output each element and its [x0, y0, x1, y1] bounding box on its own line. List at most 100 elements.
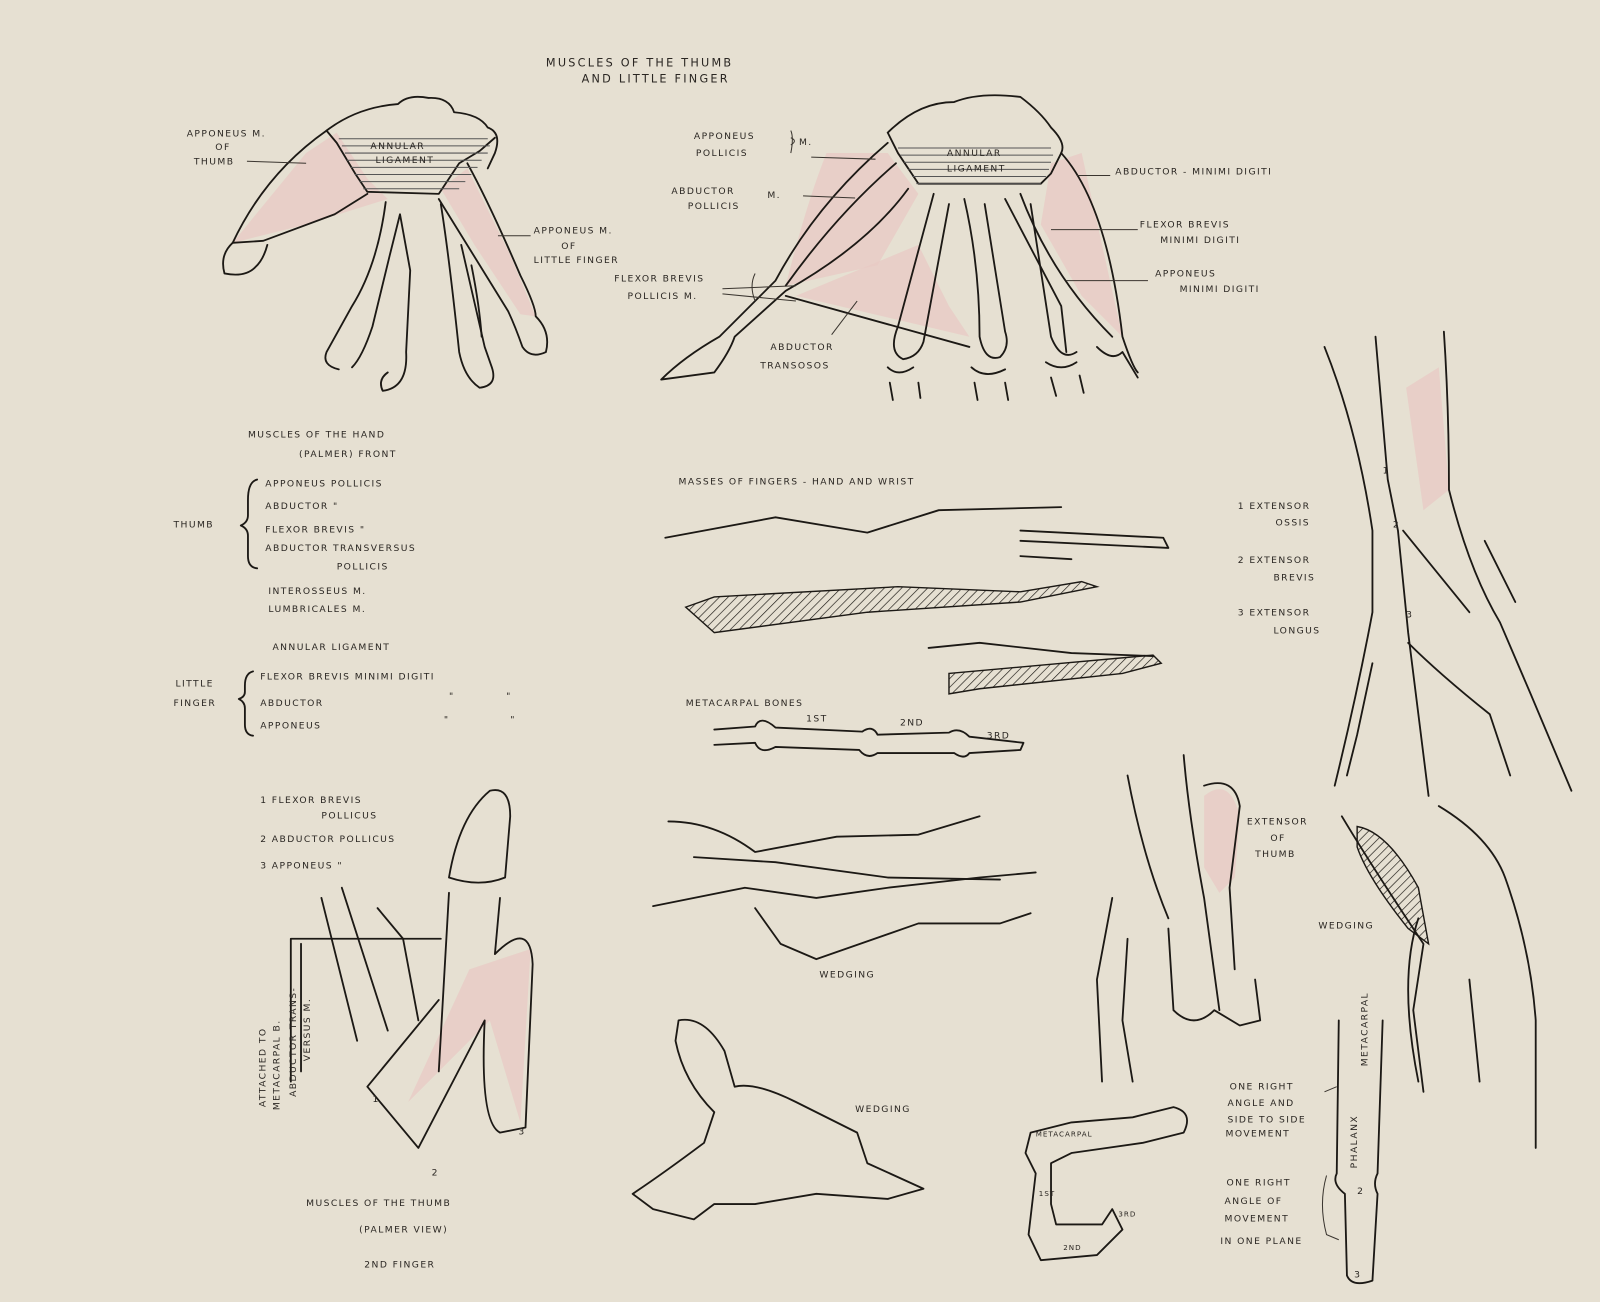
label-text: METACARPAL B.: [272, 1019, 283, 1110]
label-text: 3RD: [1118, 1209, 1136, 1218]
label-text: 3: [1406, 609, 1413, 620]
label-text: M.: [767, 190, 781, 201]
label-text: ABDUCTOR - MINIMI DIGITI: [1115, 166, 1272, 177]
label-text: MUSCLES OF THE HAND: [248, 430, 385, 441]
label-text: APPONEUS: [694, 131, 755, 142]
label-text: ABDUCTOR ": [265, 501, 338, 512]
label-text: APPONEUS: [260, 721, 321, 732]
label-text: 2ND: [1063, 1243, 1081, 1252]
label-text: OSSIS: [1276, 517, 1311, 528]
label-text: 2ND: [900, 717, 924, 728]
label-text: MINIMI DIGITI: [1180, 284, 1260, 295]
label-text: 3 EXTENSOR: [1238, 607, 1311, 618]
label-text: POLLICIS M.: [628, 291, 698, 302]
thumb-extensor-sketch: EXTENSOR OF THUMB WEDGING METACARPAL 1ST…: [1024, 754, 1537, 1262]
label-text: APPONEUS: [1155, 269, 1216, 280]
label-text: 3RD: [987, 731, 1011, 742]
label-text: MOVEMENT: [1226, 1129, 1291, 1140]
label-text: MUSCLES OF THE THUMB: [306, 1198, 451, 1209]
label-text: ANNULAR: [947, 148, 1002, 159]
right-hand-drawing: [660, 94, 1148, 401]
label-text: METACARPAL: [1036, 1130, 1093, 1139]
label-text: WEDGING: [819, 970, 875, 981]
label-text: ONE RIGHT: [1230, 1082, 1294, 1093]
label-text: ": [449, 691, 455, 702]
forearm-extensor-sketch: 1 2 3 1 EXTENSOR OSSIS 2 EXTENSOR BREVIS…: [1238, 330, 1573, 797]
label-text: THUMB: [172, 520, 214, 531]
label-text: 2: [432, 1167, 439, 1178]
label-text: LONGUS: [1273, 626, 1320, 637]
label-text: APPONEUS M.: [187, 129, 266, 140]
label-text: 3 APPONEUS ": [260, 860, 343, 871]
masses-of-fingers-sketches: MASSES OF FINGERS - HAND AND WRIST METAC…: [631, 477, 1170, 1221]
label-text: MASSES OF FINGERS - HAND AND WRIST: [679, 477, 915, 488]
label-text: APPONEUS POLLICIS: [265, 479, 383, 490]
label-text: ANGLE OF: [1224, 1196, 1282, 1207]
label-text: ONE RIGHT: [1227, 1178, 1291, 1189]
label-text: ANGLE AND: [1228, 1098, 1295, 1109]
label-text: MOVEMENT: [1224, 1213, 1289, 1224]
label-text: 2 EXTENSOR: [1238, 555, 1311, 566]
label-text: AND LITTLE FINGER: [582, 73, 730, 86]
label-text: POLLICUS: [321, 810, 377, 821]
label-text: MUSCLES OF THE THUMB: [546, 56, 733, 69]
label-text: ABDUCTOR: [671, 186, 734, 197]
label-text: OF: [1270, 833, 1285, 844]
label-text: OF: [215, 142, 230, 153]
label-text: EXTENSOR: [1247, 816, 1308, 827]
label-text: OF: [561, 241, 576, 252]
label-text: 1 FLEXOR BREVIS: [260, 795, 362, 806]
label-text: ": [444, 714, 450, 725]
label-text: 2 ABDUCTOR POLLICUS: [260, 834, 395, 845]
label-text: FLEXOR BREVIS ": [265, 525, 365, 536]
label-text: ": [510, 714, 516, 725]
thumb-palmar-view-sketch: 1 FLEXOR BREVIS POLLICUS 2 ABDUCTOR POLL…: [257, 789, 534, 1270]
label-text: MINIMI DIGITI: [1160, 235, 1240, 246]
hand-muscles-list: MUSCLES OF THE HAND (PALMER) FRONT THUMB…: [172, 430, 516, 737]
label-text: APPONEUS M.: [534, 226, 613, 237]
finger-joints-sketch: METACARPAL PHALANX 2 3 ONE RIGHT ANGLE A…: [1220, 992, 1384, 1285]
label-text: METACARPAL: [1359, 992, 1370, 1066]
label-text: IN ONE PLANE: [1220, 1236, 1302, 1247]
label-text: 1: [372, 1094, 379, 1105]
label-text: METACARPAL BONES: [686, 698, 804, 709]
label-text: ABDUCTOR TRANSVERSUS: [265, 543, 416, 554]
label-text: WEDGING: [1318, 921, 1374, 932]
label-text: FLEXOR BREVIS: [614, 274, 704, 285]
label-text: WEDGING: [855, 1104, 911, 1115]
label-text: LUMBRICALES M.: [268, 604, 366, 615]
label-text: 2: [1393, 520, 1400, 531]
left-hand-drawing: [222, 95, 549, 392]
label-text: LIGAMENT: [947, 163, 1006, 174]
label-text: LIGAMENT: [376, 155, 435, 166]
label-text: 1: [1383, 465, 1390, 476]
label-text: POLLICIS: [696, 148, 748, 159]
label-text: INTEROSSEUS M.: [268, 586, 366, 597]
label-text: ANNULAR LIGAMENT: [272, 642, 390, 653]
label-text: 3: [1354, 1270, 1361, 1281]
label-text: 2ND FINGER: [364, 1259, 435, 1270]
left-hand-labels: APPONEUS M. OF THUMB ANNULAR LIGAMENT AP…: [187, 129, 619, 267]
label-text: ANNULAR: [370, 141, 425, 152]
label-text: M.: [799, 137, 813, 148]
label-text: ATTACHED TO: [257, 1027, 268, 1107]
label-text: VERSUS M.: [302, 998, 313, 1061]
label-text: (PALMER) FRONT: [299, 449, 397, 460]
right-hand-labels: APPONEUS POLLICIS M. ABDUCTOR POLLICIS M…: [614, 131, 1272, 372]
label-text: ABDUCTOR TRANS-: [288, 987, 299, 1097]
label-text: (PALMER VIEW): [359, 1225, 448, 1236]
sheet-title: MUSCLES OF THE THUMB AND LITTLE FINGER: [546, 56, 733, 86]
label-text: FINGER: [173, 698, 216, 709]
label-text: LITTLE FINGER: [534, 255, 619, 266]
label-text: POLLICIS: [337, 561, 389, 572]
label-text: TRANSOSOS: [759, 360, 830, 371]
label-text: LITTLE: [176, 679, 214, 690]
label-text: SIDE TO SIDE: [1228, 1114, 1307, 1125]
label-text: ": [506, 691, 512, 702]
label-text: 3: [518, 1127, 525, 1138]
label-text: 1ST: [806, 713, 828, 724]
label-text: FLEXOR BREVIS MINIMI DIGITI: [260, 672, 435, 683]
label-text: ABDUCTOR: [260, 698, 323, 709]
